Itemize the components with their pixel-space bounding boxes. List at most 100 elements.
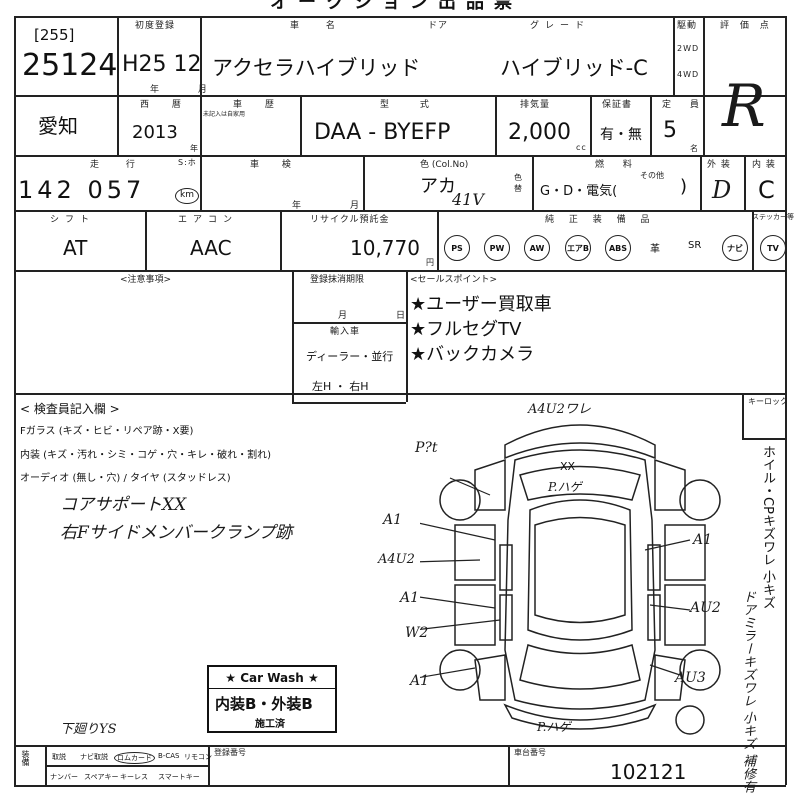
mark-left-3: A1	[400, 590, 420, 606]
year-unit: 年	[190, 144, 199, 153]
model-label: 型 式	[380, 100, 443, 110]
sales-point-2: ★フルセグTV	[410, 319, 522, 340]
warranty: 有・無	[600, 127, 642, 143]
key-lock-label: キーロック	[748, 397, 788, 406]
mark-trunk: P.ハゲ	[548, 480, 582, 494]
carwash-done: 施工済	[255, 719, 285, 730]
mark-left-5: A1	[410, 673, 430, 689]
footer-item-6: ナンバー	[50, 773, 78, 781]
model: DAA - BYEFP	[314, 120, 451, 145]
aircon-label: エアコン	[178, 215, 239, 225]
history-label: 車 歴	[233, 100, 284, 110]
fuel: G・D・電気(	[540, 184, 618, 199]
side-note-2: ドアミラーキズワレ 小キズ 補修有	[740, 590, 755, 794]
score-label: 評 価 点	[720, 21, 773, 31]
expiry-month: 月	[338, 311, 349, 321]
left-rear-fender	[474, 458, 506, 511]
mark-right-2: AU2	[690, 600, 721, 616]
equip-ps: PS	[444, 235, 470, 261]
grade-label: グレード	[530, 21, 591, 31]
mileage-sub: S:ホ	[178, 158, 197, 167]
capacity-unit: 名	[690, 144, 699, 153]
right-front-wheel	[679, 649, 721, 691]
year: 2013	[132, 122, 178, 143]
color-label: 色 (Col.No)	[420, 160, 469, 170]
history-note: 未記入は自家用	[203, 111, 246, 118]
recycle: 10,770	[350, 236, 420, 260]
inspector-title: < 検査員記入欄 >	[20, 402, 120, 416]
interior-label: 内 装	[752, 160, 776, 170]
front-bumper	[503, 703, 657, 730]
car-name: アクセラハイブリッド	[212, 56, 421, 80]
fuel-other: その他	[640, 171, 664, 180]
carwash-stamp: ★ Car Wash ★ 内装B・外装B 施工済	[207, 665, 337, 733]
equip-airbag: エアB	[565, 235, 591, 261]
rear-window	[519, 465, 641, 501]
aircon: AAC	[190, 236, 232, 260]
side-note: ホイル・CPキズワレ 小キズ	[760, 445, 775, 610]
car-body	[504, 449, 656, 710]
mark-left-1: A1	[383, 512, 403, 528]
left-rear-wheel	[439, 479, 481, 521]
door-label: ドア	[428, 21, 449, 31]
bottom-note: 下廻りYS	[60, 722, 117, 737]
mark-rear-left: P?t	[415, 440, 438, 456]
footer-item-3: ロムカード	[114, 752, 155, 764]
right-front-door	[664, 584, 706, 646]
footer-item-8: キーレス	[120, 773, 148, 781]
carwash-title: ★ Car Wash ★	[209, 667, 335, 689]
displacement-unit: cc	[576, 143, 587, 152]
fuel-label: 燃 料	[595, 160, 640, 170]
inspector-note-1: コアサポートXX	[60, 495, 187, 515]
recycle-label: リサイクル預託金	[310, 215, 390, 225]
right-front-glass	[647, 594, 661, 641]
interior-line: 内装 (キズ・汚れ・シミ・コゲ・穴・キレ・破れ・割れ)	[20, 450, 271, 461]
inspector-note-2: 右Fサイドメンバークランプ跡	[60, 523, 293, 543]
mark-right-3: AU3	[675, 670, 706, 686]
left-front-wheel	[439, 649, 481, 691]
footer-item-2: ナビ取説	[80, 753, 108, 761]
footer-item-5: リモコン	[184, 753, 212, 761]
import-label: 輸入車	[330, 327, 361, 337]
exterior-label: 外 装	[707, 160, 731, 170]
left-front-door	[454, 584, 496, 646]
score: R	[722, 72, 766, 140]
reg-label: 登録番号	[214, 748, 246, 757]
right-rear-door	[664, 524, 706, 581]
right-rear-fender	[654, 458, 686, 511]
exterior: D	[712, 176, 732, 204]
region: 愛知	[38, 114, 78, 138]
car-roof-inner	[534, 516, 626, 624]
color-change: 色替	[514, 173, 522, 193]
color: アカ	[420, 176, 456, 197]
chassis-label: 車台番号	[514, 748, 546, 757]
sales-point-1: ★ユーザー買取車	[410, 294, 552, 315]
color-code: 41V	[452, 190, 484, 209]
year-label: 西 暦	[140, 100, 191, 110]
right-rear-glass	[647, 544, 661, 591]
left-front-fender	[474, 654, 506, 701]
capacity: 5	[663, 118, 677, 143]
mark-xx: XX	[560, 460, 576, 473]
warranty-label: 保証書	[602, 100, 633, 110]
equip-aw: AW	[524, 235, 550, 261]
inspection-year: 年	[292, 201, 303, 211]
footer-item-9: スマートキー	[158, 773, 200, 781]
first-reg: H25 12	[122, 52, 202, 77]
car-name-label: 車 名	[290, 21, 347, 31]
expiry-label: 登録抹消期限	[310, 275, 365, 285]
handle: 左H ・ 右H	[312, 380, 369, 393]
footer-item-4: B-CAS	[158, 752, 180, 760]
windshield	[519, 644, 641, 690]
rear-bumper	[504, 424, 656, 460]
lot-number: 25124	[22, 48, 118, 83]
inspection-month: 月	[350, 201, 361, 211]
capacity-label: 定 員	[662, 100, 707, 110]
mileage: 142 057	[18, 176, 146, 204]
equip-abs: ABS	[605, 235, 631, 261]
left-rear-door	[454, 524, 496, 581]
mark-rear: A4U2ワレ	[528, 402, 591, 417]
interior: C	[758, 176, 775, 204]
equip-pw: PW	[484, 235, 510, 261]
chassis-number: 102121	[610, 760, 687, 784]
